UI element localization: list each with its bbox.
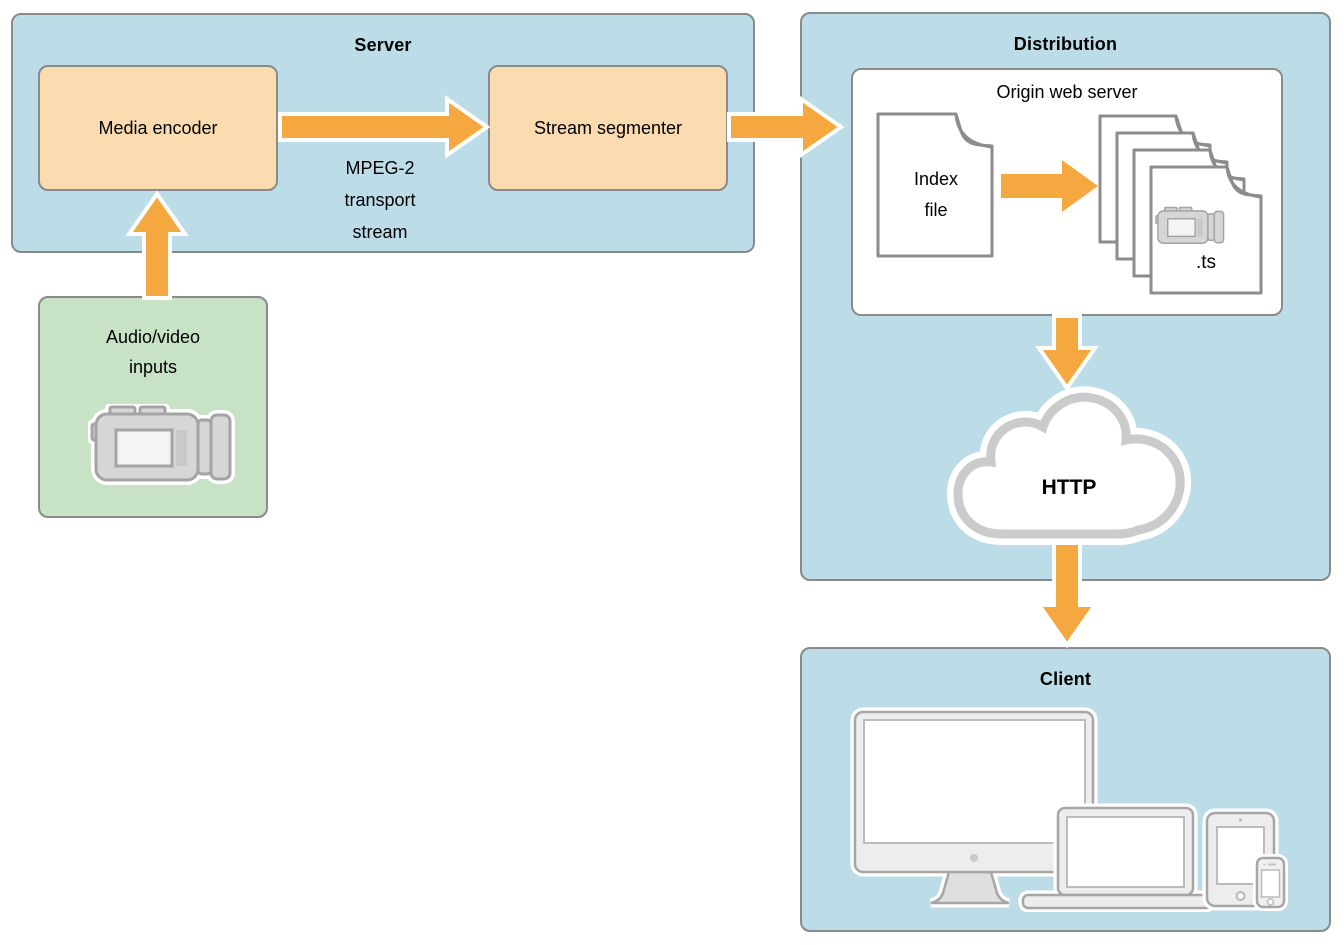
distribution-group-title: Distribution: [1013, 34, 1118, 54]
av-inputs-node: Audio/video inputs: [38, 296, 268, 518]
media-encoder-label: Media encoder: [98, 117, 218, 138]
media-encoder-node: Media encoder: [38, 65, 278, 191]
client-group-title: Client: [1039, 669, 1092, 689]
stream-segmenter-node: Stream segmenter: [488, 65, 728, 191]
transport-stream-label: MPEG-2 transport stream: [344, 158, 416, 242]
client-group: Client: [800, 647, 1331, 932]
av-inputs-label: Audio/video inputs: [105, 327, 201, 377]
stream-segmenter-label: Stream segmenter: [533, 117, 683, 138]
ts-label: .ts: [1195, 252, 1217, 273]
origin-web-server-title: Origin web server: [996, 82, 1138, 102]
server-group-title: Server: [354, 35, 412, 55]
index-file-label: Index file: [913, 169, 959, 220]
http-cloud-label: HTTP: [1041, 476, 1097, 499]
